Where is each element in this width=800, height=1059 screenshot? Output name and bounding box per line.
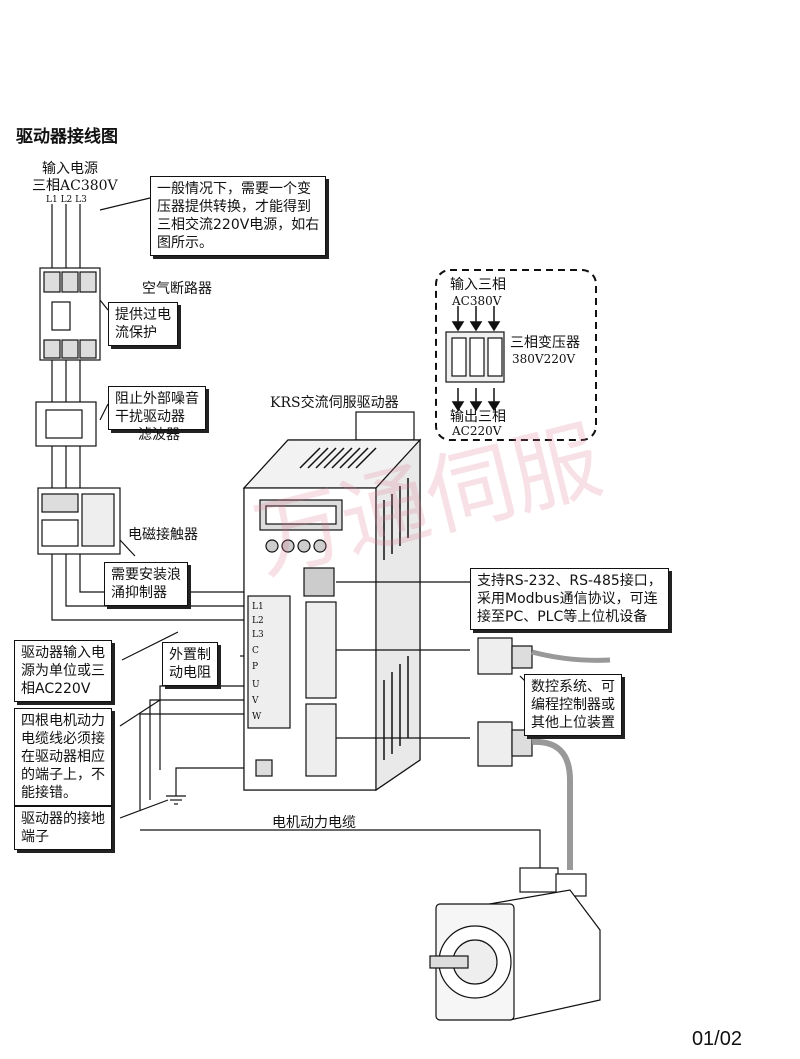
power-input-voltage: 三相AC380V (32, 178, 118, 194)
panel-input-label: 输入三相 (450, 277, 506, 293)
terminal-l1: L1 (252, 602, 264, 612)
terminal-v: V (252, 696, 259, 706)
transformer-panel (435, 269, 597, 441)
input-power-note: 驱动器输入电源为单位或三相AC220V (14, 640, 112, 702)
servo-motor (429, 867, 601, 1021)
motor-cable-label: 电机动力电缆 (272, 815, 356, 831)
controller-note: 数控系统、可编程控制器或其他上位装置 (524, 674, 622, 736)
page-title: 驱动器接线图 (16, 127, 118, 147)
panel-transformer-ratio: 380V220V (512, 352, 576, 366)
contactor-label: 电磁接触器 (128, 527, 198, 543)
filter-note: 阻止外部噪音干扰驱动器 (108, 386, 206, 430)
phase-labels: L1 L2 L3 (46, 195, 87, 205)
terminal-u: U (252, 680, 260, 690)
transformer-icon (445, 331, 505, 383)
contactor-note: 需要安装浪涌抑制器 (104, 562, 188, 606)
ground-note: 驱动器的接地端子 (14, 806, 112, 850)
panel-output-voltage: AC220V (452, 424, 502, 438)
page-number: 01/02 (691, 1028, 742, 1050)
terminal-c: C (252, 646, 259, 656)
filter-label: 滤波器 (138, 427, 180, 443)
motor-cable-note: 四根电机动力电缆线必须接在驱动器相应的端子上，不能接错。 (14, 708, 112, 806)
transformer-note: 一般情况下，需要一个变压器提供转换，才能得到三相交流220V电源，如右图所示。 (150, 176, 327, 256)
panel-input-voltage: AC380V (452, 294, 502, 308)
terminal-p: P (252, 662, 259, 672)
panel-transformer-label: 三相变压器 (510, 335, 580, 351)
brake-resistor-note: 外置制动电阻 (162, 642, 218, 686)
power-input-label: 输入电源 (42, 161, 98, 177)
comm-note: 支持RS-232、RS-485接口，采用Modbus通信协议，可连接至PC、PL… (470, 568, 669, 630)
terminal-l2: L2 (252, 616, 264, 626)
drive-label: KRS交流伺服驱动器 (270, 395, 399, 411)
terminal-w: W (252, 712, 262, 722)
breaker-label: 空气断路器 (142, 281, 212, 297)
panel-output-label: 输出三相 (450, 409, 506, 425)
terminal-l3: L3 (252, 630, 264, 640)
servo-drive (242, 411, 422, 792)
breaker-note: 提供过电流保护 (108, 302, 178, 346)
